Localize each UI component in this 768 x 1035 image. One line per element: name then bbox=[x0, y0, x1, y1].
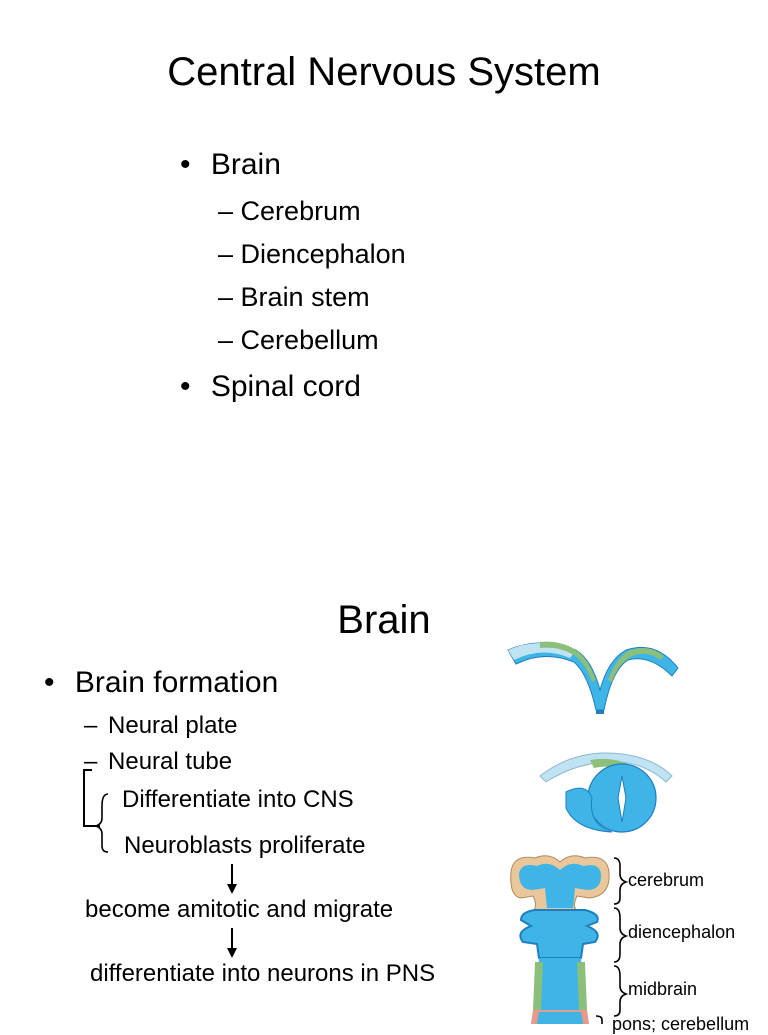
branch-neuroblasts: Neuroblasts proliferate bbox=[124, 832, 366, 859]
label-midbrain: midbrain bbox=[628, 979, 698, 999]
dash: – bbox=[218, 196, 234, 226]
slide1-title: Central Nervous System bbox=[167, 50, 601, 94]
bullet-dot: • bbox=[180, 370, 191, 403]
sub-cerebrum: – Cerebrum bbox=[218, 196, 361, 227]
sub-brain-stem: – Brain stem bbox=[218, 282, 370, 313]
label-pons-cerebellum: pons; cerebellum bbox=[612, 1014, 750, 1034]
neural-tube-illustration bbox=[539, 752, 673, 833]
sub-diencephalon: – Diencephalon bbox=[218, 239, 406, 270]
label-cerebrum: cerebrum bbox=[628, 870, 705, 890]
bullet-dot: • bbox=[44, 666, 55, 699]
sub-label: Neural tube bbox=[108, 748, 233, 775]
bullet-label: Spinal cord bbox=[210, 370, 361, 403]
sub-label: Neural plate bbox=[108, 712, 238, 739]
bullet-spinal-cord: • Spinal cord bbox=[180, 370, 361, 404]
flow-step-migrate: become amitotic and migrate bbox=[85, 896, 394, 923]
sub-label: Brain stem bbox=[240, 282, 370, 312]
sub-label: Cerebellum bbox=[240, 325, 379, 355]
bullet-label: Brain formation bbox=[74, 666, 279, 699]
dash: – bbox=[218, 325, 234, 355]
branch-differentiate-cns: Differentiate into CNS bbox=[122, 786, 354, 813]
label-diencephalon: diencephalon bbox=[628, 922, 736, 942]
sub-neural-plate: – Neural plate bbox=[84, 712, 237, 740]
bullet-dot: • bbox=[180, 148, 191, 181]
sub-neural-tube: – Neural tube bbox=[84, 748, 232, 776]
slide2-title: Brain bbox=[337, 598, 431, 642]
bullet-brain: • Brain bbox=[180, 148, 281, 182]
bullet-label: Brain bbox=[210, 148, 281, 181]
dash: – bbox=[218, 239, 234, 269]
flow-step-pns: differentiate into neurons in PNS bbox=[90, 960, 436, 987]
bullet-brain-formation: • Brain formation bbox=[44, 666, 278, 700]
sub-label: Diencephalon bbox=[240, 239, 406, 269]
brain-vesicles-illustration bbox=[510, 855, 610, 1024]
neural-plate-illustration bbox=[507, 641, 679, 714]
sub-cerebellum: – Cerebellum bbox=[218, 325, 379, 356]
dash: – bbox=[84, 748, 98, 775]
dash: – bbox=[84, 712, 98, 739]
sub-label: Cerebrum bbox=[240, 196, 361, 226]
dash: – bbox=[218, 282, 234, 312]
